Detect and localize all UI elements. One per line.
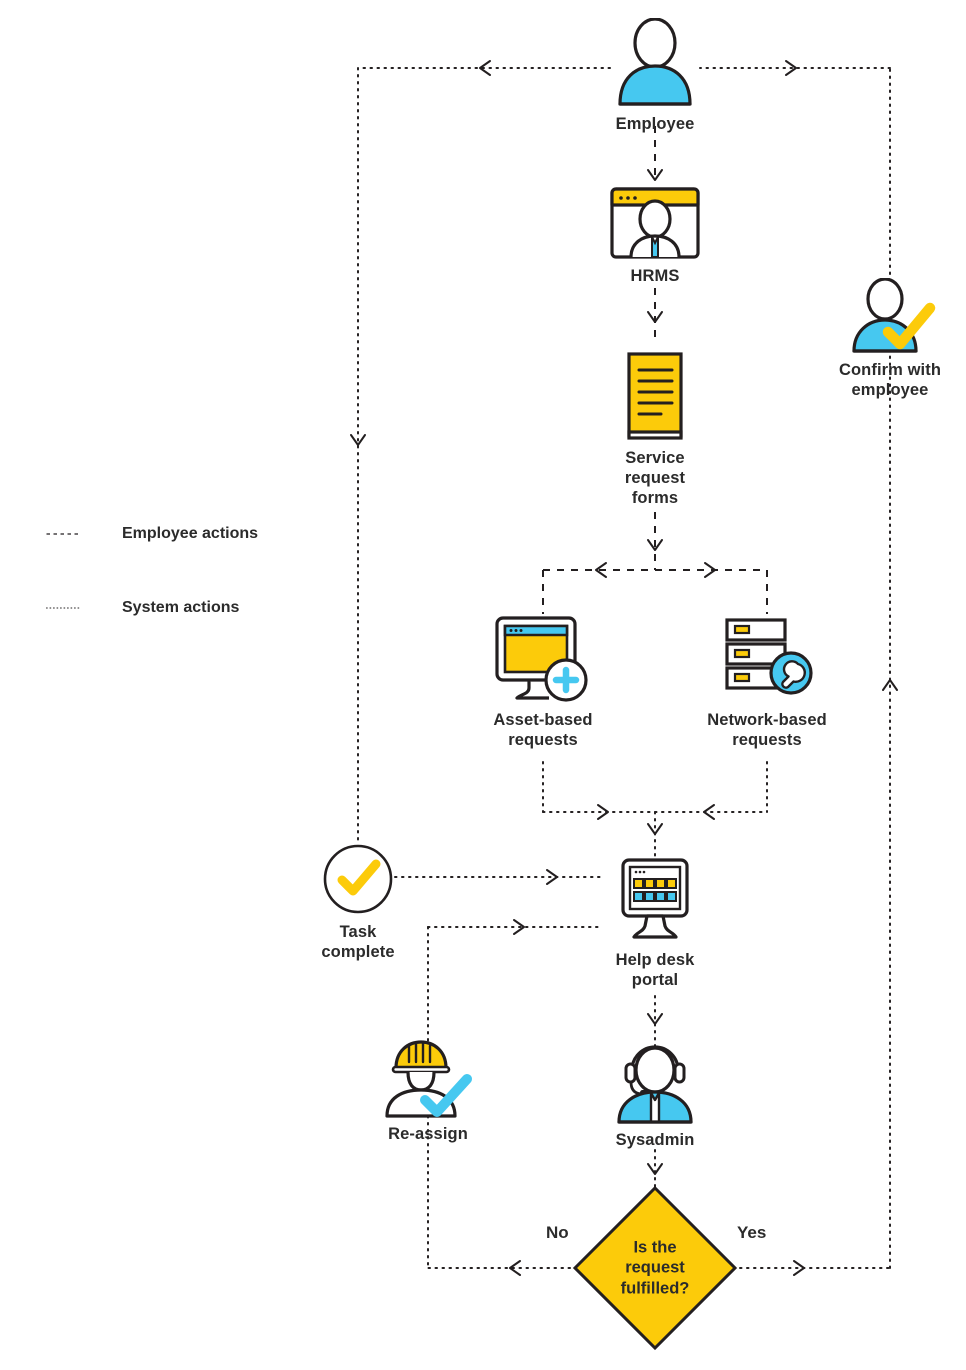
arrow-split-left [595, 562, 607, 578]
arrow-reassign-portal [513, 919, 525, 935]
node-label: HRMS [630, 267, 680, 285]
monitor-tiles-icon [585, 856, 725, 944]
person-check-icon [815, 278, 965, 354]
server-wrench-icon [687, 612, 847, 704]
arrow-employee-left [479, 60, 491, 76]
arrow-yes-up [882, 679, 898, 691]
node-label: Network-based requests [707, 711, 827, 750]
node-label: Asset-based requests [493, 711, 593, 750]
node-task-complete[interactable]: Task complete [288, 842, 428, 962]
decision-label: Is the request fulfilled? [620, 1238, 690, 1298]
legend-label: Employee actions [122, 525, 259, 542]
arrow-sysadmin-decision [647, 1163, 663, 1175]
arrow-split-right [704, 562, 716, 578]
arrow-yes-employee [785, 60, 797, 76]
branch-label-no: No [546, 1223, 569, 1242]
arrow-merge-left [597, 804, 609, 820]
branch-label-yes: Yes [737, 1223, 767, 1242]
node-hrms[interactable]: HRMS [585, 186, 725, 286]
node-service-request-forms[interactable]: Service request forms [585, 350, 725, 508]
legend-item-system-actions: System actions [28, 599, 239, 617]
legend-label: System actions [122, 599, 240, 616]
node-label: Confirm with employee [838, 361, 942, 400]
dashed-line-icon [46, 533, 82, 535]
person-icon [585, 18, 725, 108]
check-circle-icon [288, 842, 428, 916]
arrow-decision-no [509, 1260, 521, 1276]
node-help-desk-portal[interactable]: Help desk portal [585, 856, 725, 990]
document-icon [585, 350, 725, 442]
legend-item-employee-actions: Employee actions [28, 525, 258, 543]
node-label: Sysadmin [615, 1131, 695, 1149]
arrow-employee-hrms [647, 169, 663, 181]
node-confirm-with-employee[interactable]: Confirm with employee [815, 278, 965, 400]
node-label: Re-assign [388, 1125, 468, 1143]
decision-request-fulfilled[interactable]: Is the request fulfilled? [570, 1183, 740, 1353]
node-label: Task complete [321, 923, 395, 962]
node-label: Help desk portal [615, 951, 695, 990]
node-network-based-requests[interactable]: Network-based requests [687, 612, 847, 750]
monitor-plus-icon [463, 612, 623, 704]
arrow-forms-split [647, 539, 663, 551]
node-re-assign[interactable]: Re-assign [358, 1036, 498, 1144]
diamond-shape [572, 1185, 738, 1351]
node-label: Employee [615, 115, 695, 133]
worker-check-icon [358, 1036, 498, 1118]
arrow-merge-portal [647, 823, 663, 835]
dotted-line-icon [45, 607, 83, 609]
arrow-decision-yes [793, 1260, 805, 1276]
node-sysadmin[interactable]: Sysadmin [585, 1038, 725, 1150]
node-asset-based-requests[interactable]: Asset-based requests [463, 612, 623, 750]
arrow-taskcomplete-portal [546, 869, 558, 885]
arrow-portal-sysadmin [647, 1013, 663, 1025]
arrow-hrms-forms [647, 311, 663, 323]
headset-person-icon [585, 1038, 725, 1124]
node-label: Service request forms [624, 449, 686, 508]
arrow-merge-right [703, 804, 715, 820]
browser-person-icon [585, 186, 725, 260]
arrow-left-down [350, 434, 366, 446]
node-employee[interactable]: Employee [585, 18, 725, 134]
